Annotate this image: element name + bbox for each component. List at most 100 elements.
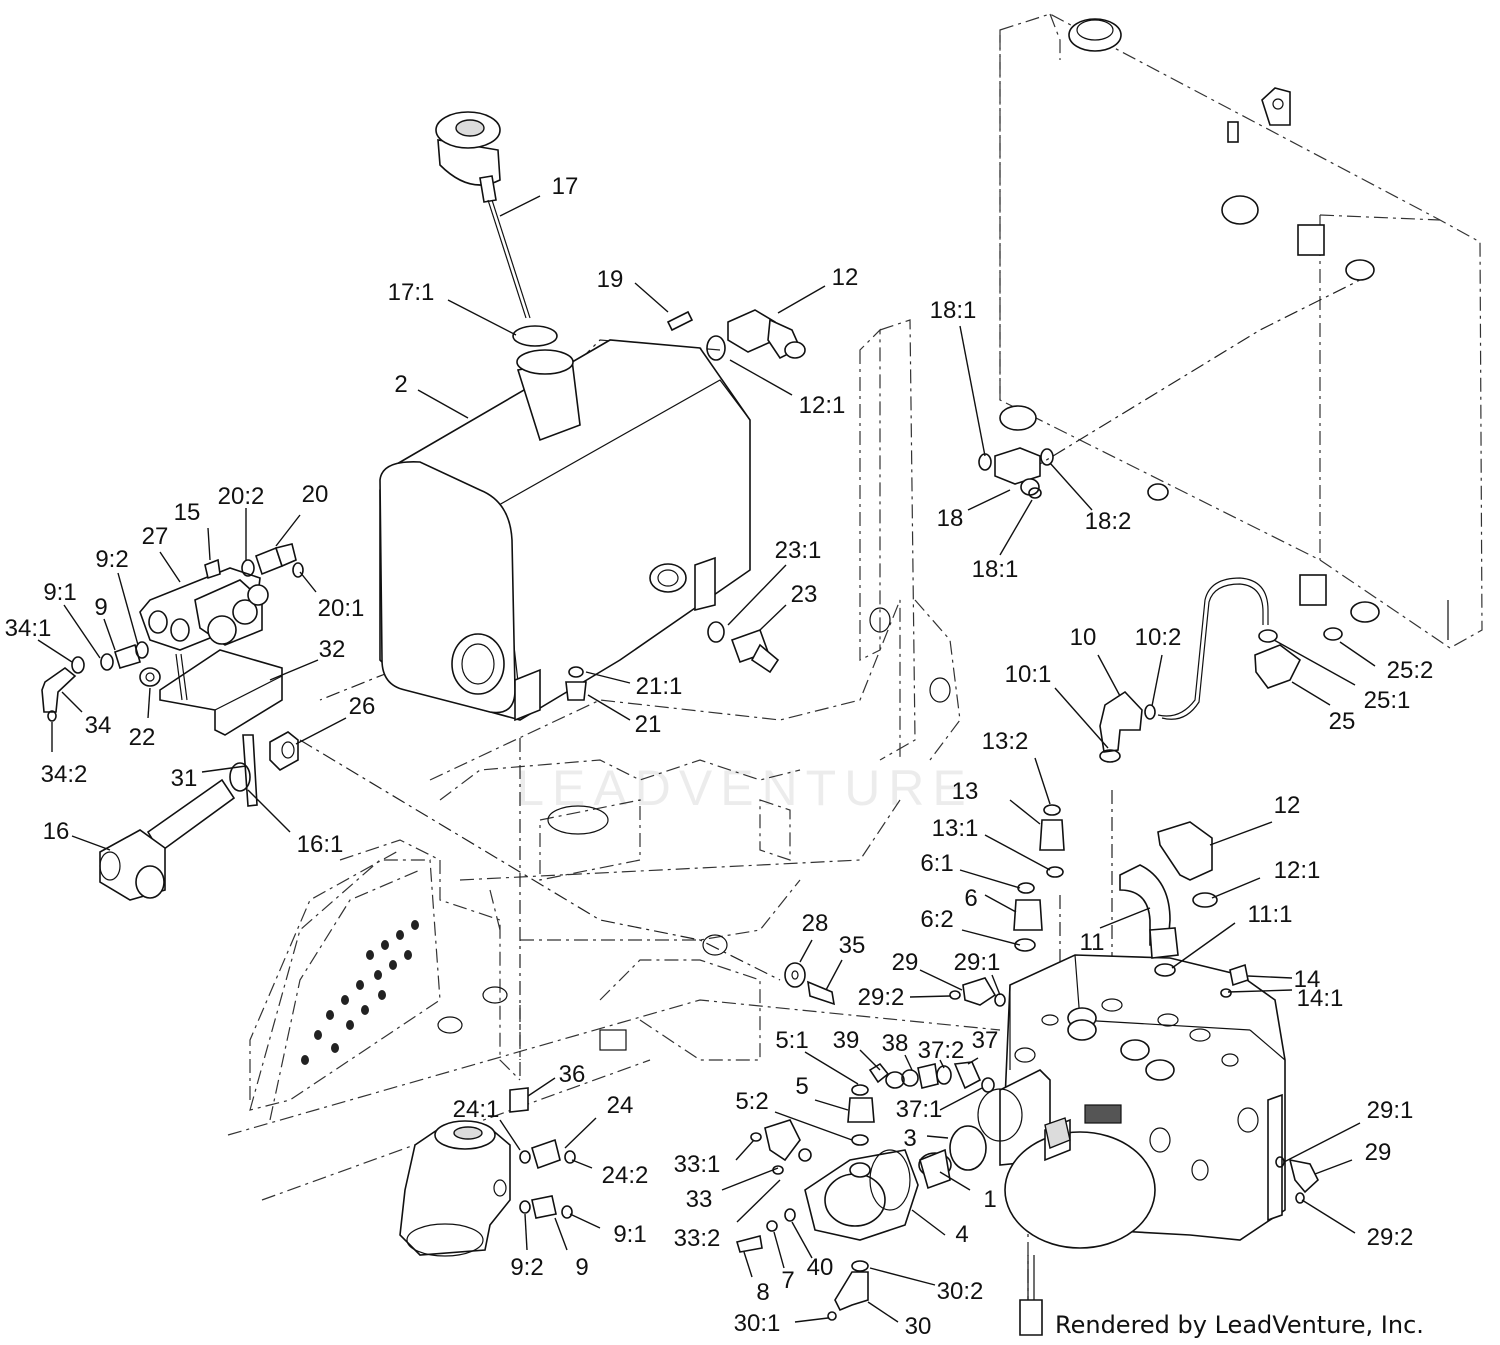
callout-label: 8 [756, 1279, 769, 1306]
callout-label: 16 [43, 818, 70, 845]
callout-label: 34 [85, 712, 112, 739]
callout-label: 11:1 [1248, 901, 1293, 928]
callout-label: 20:1 [318, 595, 365, 622]
callout-label: 13:2 [982, 728, 1029, 755]
callout-label: 29 [892, 949, 919, 976]
callout-label: 12:1 [799, 392, 846, 419]
callout-label: 23:1 [775, 537, 822, 564]
bracket [139, 649, 299, 807]
gear-pump [735, 1084, 919, 1321]
callout-label: 3 [903, 1125, 916, 1152]
tank-fittings [565, 309, 806, 701]
callout-label: 11 [1080, 929, 1105, 956]
tee-fitting [978, 447, 1054, 499]
callout-label: 34:2 [41, 761, 88, 788]
callout-label: 38 [882, 1030, 909, 1057]
steering-valve [399, 1087, 576, 1257]
callout-label: 24 [607, 1092, 634, 1119]
bolt-washer [784, 962, 836, 1006]
callout-label: 14:1 [1297, 985, 1344, 1012]
callout-label: 5:2 [735, 1088, 768, 1115]
callout-label: 25:1 [1364, 687, 1411, 714]
callout-label: 17:1 [388, 279, 435, 306]
callout-label: 24:1 [453, 1096, 500, 1123]
callout-label: 40 [807, 1254, 834, 1281]
callout-label: 36 [559, 1061, 586, 1088]
callout-label: 29:1 [1367, 1097, 1414, 1124]
callout-label: 6:2 [920, 906, 953, 933]
callout-label: 30:2 [937, 1278, 984, 1305]
callout-label: 16:1 [297, 831, 344, 858]
callout-label: 5:1 [775, 1027, 808, 1054]
callout-label: 9:1 [43, 579, 76, 606]
callout-label: 24:2 [602, 1162, 649, 1189]
valve-block [41, 543, 304, 722]
callout-label: 9:2 [510, 1254, 543, 1281]
watermark-text: LEADVENTURE [516, 760, 974, 816]
hydraulic-tank [379, 339, 751, 722]
callout-label: 23 [791, 581, 818, 608]
callout-label: 33 [686, 1186, 713, 1213]
callout-label: 25 [1329, 708, 1356, 735]
callout-label: 29:1 [954, 949, 1001, 976]
callout-label: 10:2 [1135, 624, 1182, 651]
callout-label: 20 [302, 481, 329, 508]
callout-label: 22 [129, 724, 156, 751]
callout-label: 37 [972, 1027, 999, 1054]
pump-top-fittings [1013, 804, 1249, 998]
callout-label: 37:2 [918, 1037, 965, 1064]
callout-label: 9:2 [95, 546, 128, 573]
callout-label: 7 [781, 1267, 794, 1294]
pump-assembly [918, 954, 1286, 1336]
frame-ghost [227, 319, 1001, 1201]
callout-label: 10 [1070, 624, 1097, 651]
callout-label: 12 [1274, 792, 1301, 819]
callout-label: 17 [552, 173, 579, 200]
callout-label: 34:1 [5, 615, 52, 642]
callout-label: 1 [983, 1186, 996, 1213]
callout-label: 6:1 [920, 850, 953, 877]
callout-label: 29:2 [858, 984, 905, 1011]
callout-label: 5 [795, 1073, 808, 1100]
callout-label: 29:2 [1367, 1224, 1414, 1251]
callout-label: 30 [905, 1313, 932, 1340]
callout-label: 27 [142, 523, 169, 550]
callout-label: 19 [597, 266, 624, 293]
frame-holes [301, 920, 419, 1065]
callout-label: 9:1 [613, 1221, 646, 1248]
case-drain-hose [1099, 577, 1343, 763]
callout-labels: 17 17:1 19 12 12:1 2 18:1 1 8 18:2 18:1 1… [5, 173, 1434, 1340]
callout-label: 12:1 [1274, 857, 1321, 884]
callout-label: 33:2 [674, 1225, 721, 1252]
callout-label: 30:1 [734, 1310, 781, 1337]
dipstick-cap [435, 111, 558, 347]
callout-label: 18:1 [930, 297, 977, 324]
callout-label: 4 [955, 1221, 968, 1248]
callout-label: 12 [832, 264, 859, 291]
leader-lines [37, 195, 1376, 1323]
credit-text: Rendered by LeadVenture, Inc. [1055, 1311, 1424, 1339]
callout-label: 13 [952, 778, 979, 805]
callout-label: 2 [394, 371, 407, 398]
callout-label: 26 [349, 693, 376, 720]
callout-label: 21 [635, 711, 662, 738]
callout-label: 21:1 [636, 673, 683, 700]
suction-fitting [99, 762, 251, 901]
callout-label: 32 [319, 636, 346, 663]
callout-label: 10:1 [1005, 661, 1052, 688]
callout-label: 20:2 [218, 483, 265, 510]
callout-label: 9 [575, 1254, 588, 1281]
callout-label: 13:1 [932, 815, 979, 842]
callout-label: 18:2 [1085, 508, 1132, 535]
callout-label: 28 [802, 910, 829, 937]
callout-label: 33:1 [674, 1151, 721, 1178]
radiator-ghost [999, 13, 1483, 649]
callout-label: 35 [839, 932, 866, 959]
side-fittings [868, 977, 1319, 1204]
callout-label: 18:1 [972, 556, 1019, 583]
callout-label: 14 [1294, 966, 1321, 993]
callout-label: 29 [1365, 1139, 1392, 1166]
callout-label: 9 [94, 594, 107, 621]
callout-label: 25:2 [1387, 657, 1434, 684]
